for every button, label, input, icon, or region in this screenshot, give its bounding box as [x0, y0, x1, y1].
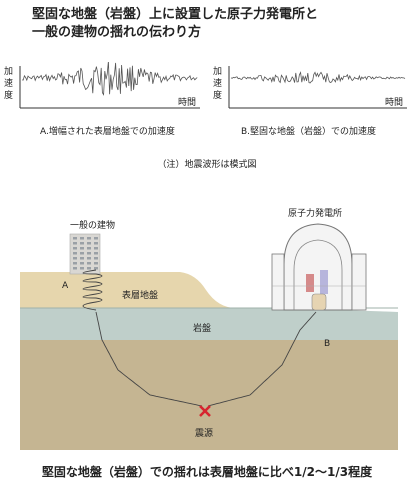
building-window [87, 242, 91, 245]
waveform-a-caption: A.増幅された表層地盤での加速度 [40, 127, 175, 137]
building-label: 一般の建物 [70, 219, 115, 231]
building-window [87, 237, 91, 240]
building-window [80, 237, 84, 240]
reactor-vessel [311, 293, 327, 311]
diagram-title: 堅固な地盤（岩盤）上に設置した原子力発電所と 一般の建物の揺れの伝わり方 [32, 6, 318, 42]
title-line-1: 堅固な地盤（岩盤）上に設置した原子力発電所と [32, 7, 319, 22]
epicenter-mark [199, 405, 211, 417]
waveform-note: （注）地震波形は模式図 [157, 160, 257, 170]
building-window [73, 257, 77, 260]
waveform-a-trace [21, 62, 198, 96]
surface-soil-layer [20, 272, 236, 308]
waveform-b-chart [228, 66, 407, 109]
point-b-label: B [324, 339, 330, 349]
building-window [80, 257, 84, 260]
surface-layer-label: 表層地盤 [122, 289, 158, 301]
waveform-a-panel: 加速度 時間 A.増幅された表層地盤での加速度 [0, 62, 207, 142]
plant-label: 原子力発電所 [288, 207, 342, 219]
point-a-label: A [62, 281, 69, 291]
building-window [94, 237, 98, 240]
seismic-wave-to-a [95, 311, 203, 407]
building-window [94, 247, 98, 250]
ordinary-building [69, 233, 101, 275]
building-window [94, 242, 98, 245]
bedrock-layer [20, 308, 398, 340]
building-window [73, 267, 77, 270]
building-window [80, 242, 84, 245]
waveform-a-ylabel: 加速度 [4, 67, 14, 101]
waveform-b-xlabel: 時間 [385, 98, 404, 108]
epicenter-label: 震源 [195, 428, 213, 439]
building-window [87, 267, 91, 270]
building-window [87, 252, 91, 255]
building-window [73, 242, 77, 245]
deep-ground-layer [20, 340, 398, 450]
building-window [94, 252, 98, 255]
amplified-wave-a [82, 269, 103, 311]
waveform-b-caption: B.堅固な地盤（岩盤）での加速度 [241, 127, 377, 137]
building-window [80, 267, 84, 270]
building-window [94, 257, 98, 260]
footer-summary: 堅固な地盤（岩盤）での揺れは表層地盤に比べ1/2〜1/3程度 [41, 465, 373, 479]
title-line-2: 一般の建物の揺れの伝わり方 [32, 25, 202, 40]
waveform-b-panel: 加速度 時間 B.堅固な地盤（岩盤）での加速度 [207, 62, 414, 142]
building-window [87, 247, 91, 250]
bedrock-label: 岩盤 [193, 322, 211, 334]
cross-section-diagram: 一般の建物 原子力発電所 A B 表層地盤 岩盤 震源 [20, 207, 398, 450]
waveform-b-trace [230, 71, 406, 84]
building-window [87, 262, 91, 265]
waveform-a-chart [19, 62, 200, 109]
reactor-component-red [306, 274, 314, 292]
building-window [73, 247, 77, 250]
building-window [94, 267, 98, 270]
waveform-b-ylabel: 加速度 [213, 67, 223, 101]
building-window [73, 252, 77, 255]
building-window [80, 252, 84, 255]
building-window [80, 247, 84, 250]
building-window [73, 237, 77, 240]
building-window [80, 262, 84, 265]
building-window [73, 262, 77, 265]
building-window [87, 257, 91, 260]
waveform-a-xlabel: 時間 [178, 98, 197, 108]
building-window [94, 262, 98, 265]
reactor-component-blue [320, 270, 328, 294]
seismic-wave-to-b [207, 311, 317, 407]
nuclear-plant [271, 223, 367, 311]
